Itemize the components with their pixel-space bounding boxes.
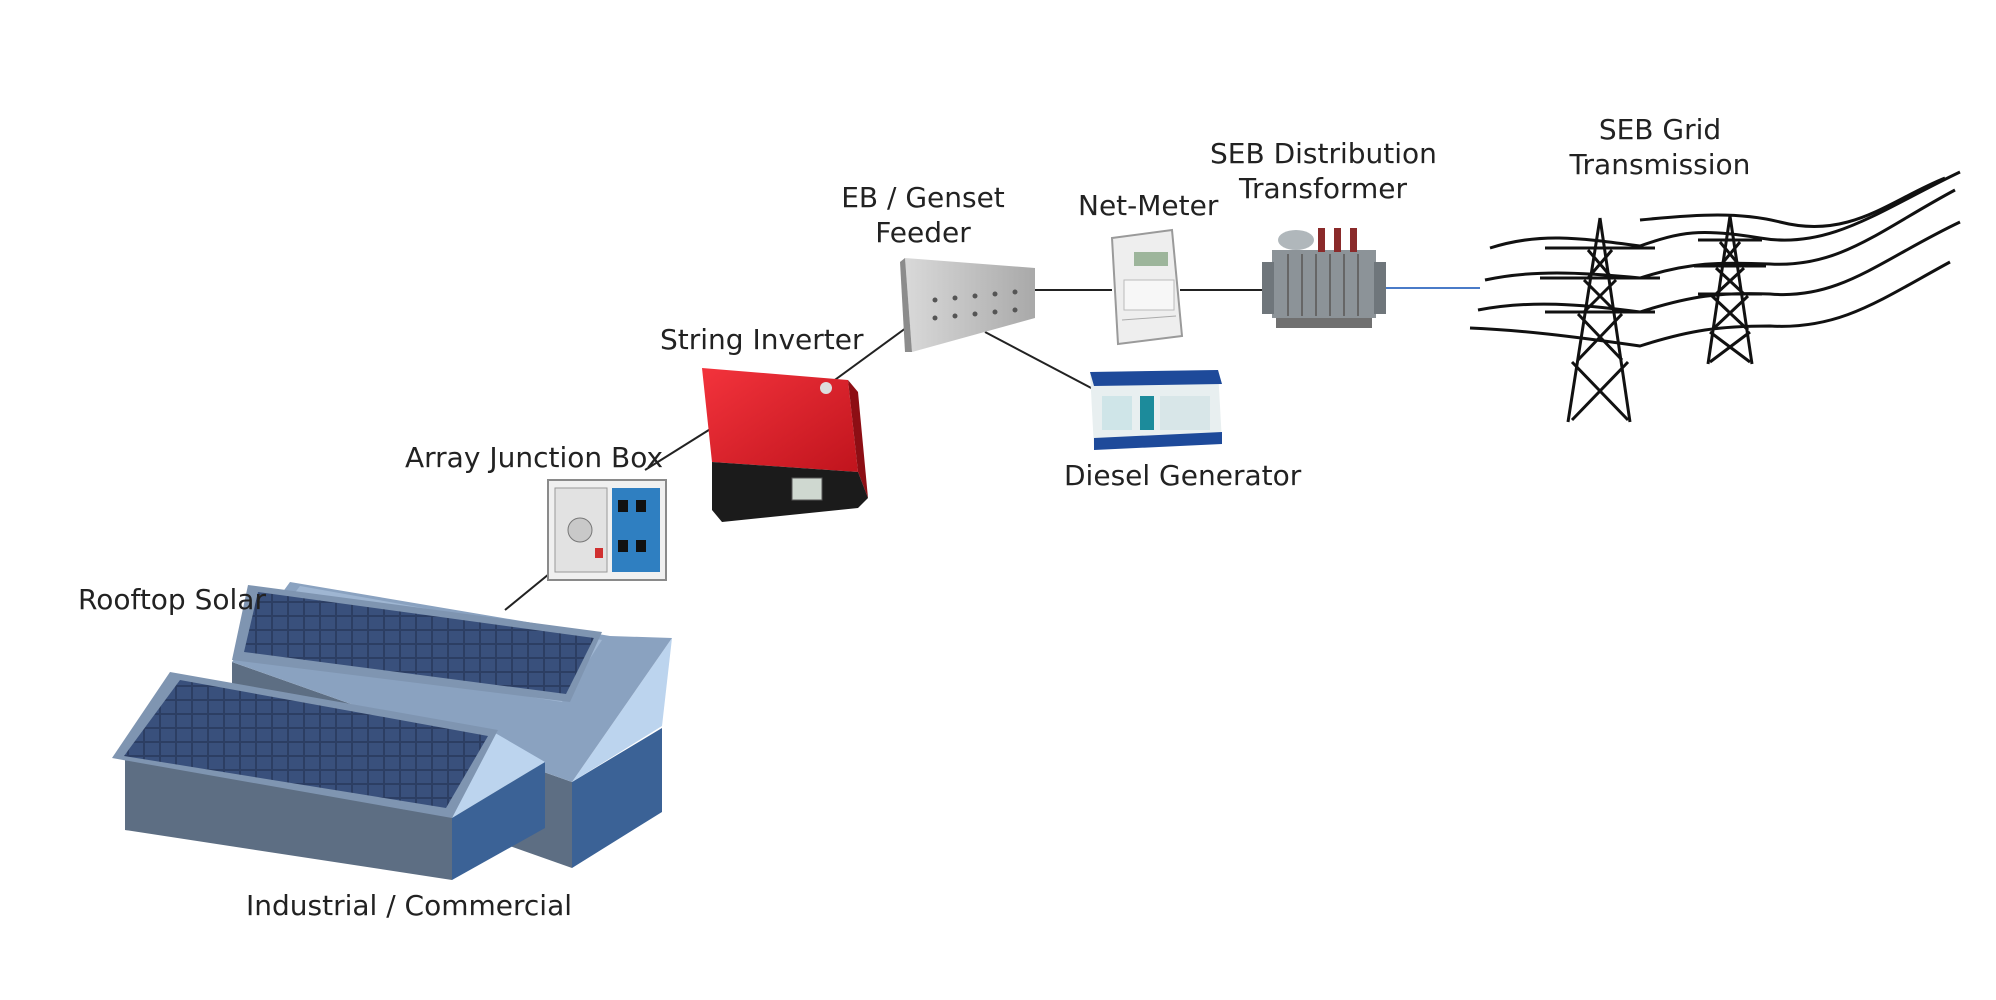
transformer-icon <box>1262 228 1386 328</box>
feeder-panel-icon <box>900 258 1035 352</box>
label-line: SEB Grid <box>1598 113 1722 146</box>
label-diesel-generator: Diesel Generator <box>1064 459 1302 492</box>
label-rooftop-solar: Rooftop Solar <box>78 583 266 616</box>
label-industrial-commercial: Industrial / Commercial <box>246 889 573 922</box>
label-line: Transformer <box>1238 172 1407 205</box>
label-array-junction-box: Array Junction Box <box>405 441 664 474</box>
label-line: Transmission <box>1569 148 1751 181</box>
label-eb-genset-feeder: EB / Genset Feeder <box>840 180 1006 250</box>
generator-icon <box>1090 370 1222 450</box>
label-net-meter: Net-Meter <box>1078 189 1219 222</box>
label-seb-distribution-transformer: SEB Distribution Transformer <box>1210 136 1437 206</box>
transmission-tower-icon <box>1469 170 1961 423</box>
label-line: EB / Genset <box>841 181 1005 214</box>
junction-box-icon <box>547 479 667 581</box>
label-seb-grid-transmission: SEB Grid Transmission <box>1560 112 1760 182</box>
solar-panel-icon <box>112 672 545 880</box>
connection-wires <box>504 287 1480 611</box>
solar-panel-icon <box>232 582 672 868</box>
inverter-icon <box>702 368 868 522</box>
label-string-inverter: String Inverter <box>660 323 864 356</box>
label-line: SEB Distribution <box>1210 137 1437 170</box>
meter-icon <box>1110 228 1184 346</box>
label-line: Feeder <box>875 216 971 249</box>
